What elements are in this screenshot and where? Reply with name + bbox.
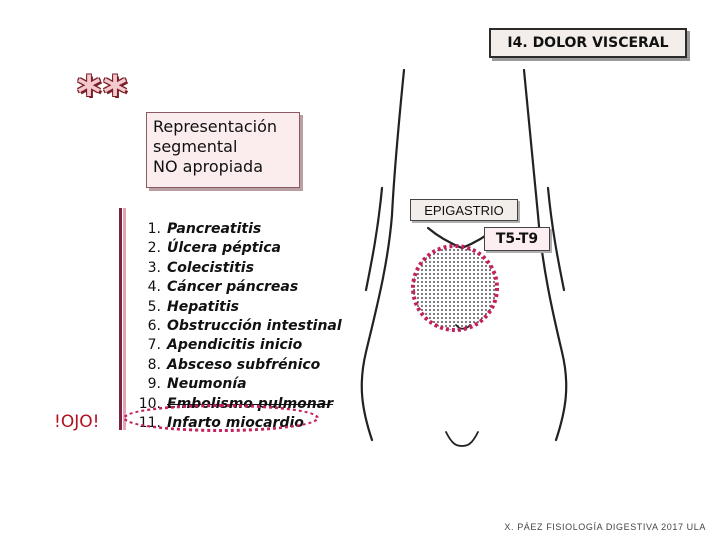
list-item: 5. Hepatitis bbox=[130, 298, 342, 317]
section-title: I4. DOLOR VISCERAL bbox=[489, 28, 687, 58]
list-item-number: 6. bbox=[147, 318, 161, 335]
list-item: 6. Obstrucción intestinal bbox=[130, 317, 342, 336]
footer-credit: X. PÁEZ FISIOLOGÍA DIGESTIVA 2017 ULA bbox=[504, 522, 706, 532]
list-item-label: Úlcera péptica bbox=[167, 240, 281, 257]
torso-right-outline bbox=[522, 68, 568, 442]
list-item-number: 3. bbox=[147, 259, 161, 276]
list-item-label: Hepatitis bbox=[167, 298, 239, 315]
list-item-number: 1. bbox=[147, 221, 161, 237]
highlight-ellipse bbox=[123, 404, 319, 432]
list-item: 7. Apendicitis inicio bbox=[130, 336, 342, 355]
representation-line-2: segmental bbox=[153, 137, 238, 156]
torso-left-outline bbox=[360, 68, 406, 442]
list-item-number: 8. bbox=[147, 356, 161, 373]
warning-label: !OJO! bbox=[54, 412, 100, 432]
list-item-label: Obstrucción intestinal bbox=[167, 318, 342, 335]
list-item: 3. Colecistitis bbox=[130, 259, 342, 278]
list-item: 8. Absceso subfrénico bbox=[130, 356, 342, 375]
list-item-label: Colecistitis bbox=[167, 259, 254, 276]
list-accent-bar-light bbox=[123, 208, 126, 430]
representation-note: Representación segmental NO apropiada bbox=[146, 112, 300, 188]
right-arm-line bbox=[546, 186, 566, 292]
segment-label: T5-T9 bbox=[484, 227, 550, 251]
list-item-number: 7. bbox=[147, 337, 161, 354]
list-item-number: 4. bbox=[147, 279, 161, 296]
list-item-label: Absceso subfrénico bbox=[167, 356, 321, 373]
list-item: 4. Cáncer páncreas bbox=[130, 278, 342, 297]
list-item: 1. Pancreatitis bbox=[130, 220, 342, 239]
representation-line-1: Representación bbox=[153, 117, 278, 136]
epigastrio-label: EPIGASTRIO bbox=[410, 199, 518, 221]
list-item-number: 9. bbox=[147, 376, 161, 393]
representation-line-3: NO apropiada bbox=[153, 157, 263, 176]
list-item: 2. Úlcera péptica bbox=[130, 239, 342, 258]
left-arm-line bbox=[364, 186, 384, 292]
list-item-number: 2. bbox=[147, 240, 161, 257]
list-item-number: 5. bbox=[147, 298, 161, 315]
stars-mark: ** bbox=[77, 66, 130, 120]
list-accent-bar-dark bbox=[119, 208, 122, 430]
causes-list: 1. Pancreatitis 2. Úlcera péptica 3. Coleci… bbox=[130, 220, 342, 433]
list-item-label: Neumonía bbox=[167, 376, 247, 393]
groin-line bbox=[445, 431, 479, 447]
list-item-label: Cáncer páncreas bbox=[167, 279, 299, 296]
list-item-label: Apendicitis inicio bbox=[167, 337, 303, 354]
epigastric-area bbox=[411, 244, 499, 332]
list-item-label: Pancreatitis bbox=[167, 221, 262, 237]
list-item: 9. Neumonía bbox=[130, 375, 342, 394]
